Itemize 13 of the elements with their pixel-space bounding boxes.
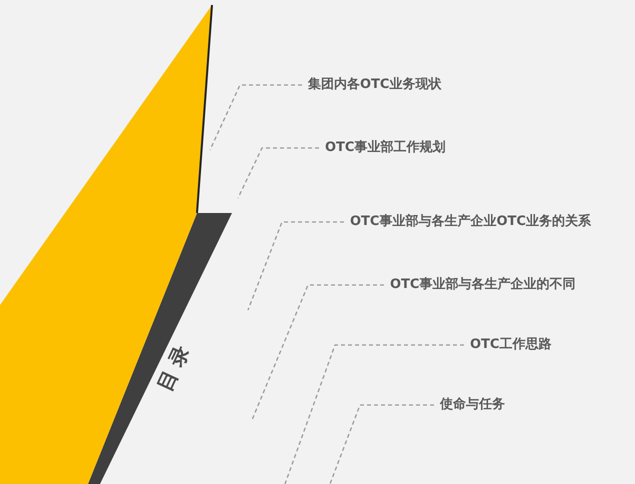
leader-line — [251, 284, 384, 420]
leader-line — [237, 147, 319, 198]
menu-item-text: OTC事业部工作规划 — [325, 139, 446, 157]
leader-line — [247, 221, 344, 310]
leader-line — [209, 84, 302, 150]
vertical-title: 目 录 — [151, 342, 195, 396]
menu-item-text: OTC事业部与各生产企业的不同 — [390, 276, 576, 294]
menu-item-text: OTC工作思路 — [470, 336, 552, 354]
menu-item-text: 集团内各OTC业务现状 — [308, 76, 442, 94]
leader-line — [284, 344, 464, 484]
menu-item-text: 使命与任务 — [440, 396, 505, 414]
leader-line — [329, 404, 434, 484]
menu-item-text: OTC事业部与各生产企业OTC业务的关系 — [350, 213, 591, 231]
